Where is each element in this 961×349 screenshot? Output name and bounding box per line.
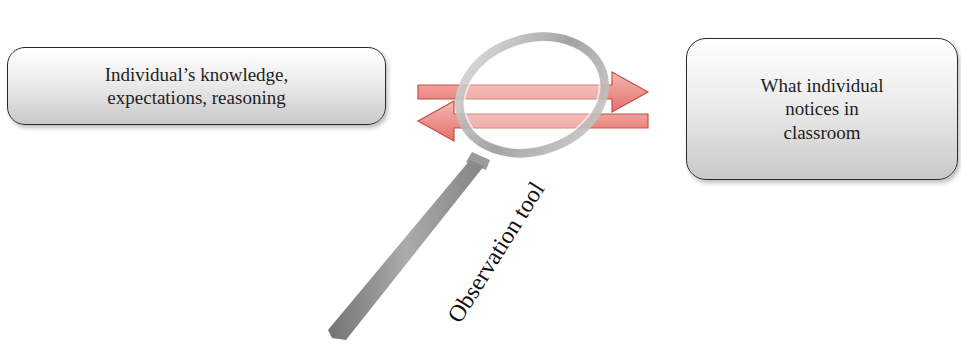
process-box: What individual notices in classroom [686,38,958,180]
magnifier-lens [444,19,619,171]
box-text: What individual notices in classroom [747,74,897,144]
process-box: Individual’s knowledge, expectations, re… [7,47,386,125]
box-text: Individual’s knowledge, expectations, re… [81,63,313,109]
tool-label: Observation tool [442,177,550,328]
